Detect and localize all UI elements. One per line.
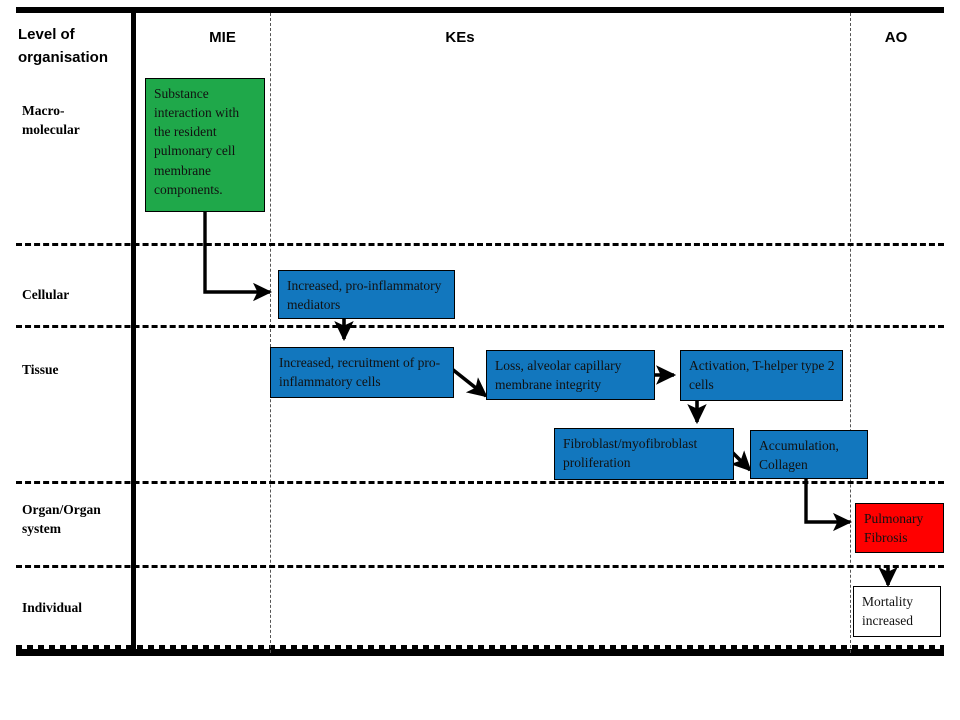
node-ke-increased-recruitment-pro-inflammatory-cells[interactable]: Increased, recruitment of pro-inflammato… — [270, 347, 454, 398]
row-divider-cellular-tissue — [16, 325, 944, 328]
edge-ke-collagen-to-ao-fibrosis — [804, 479, 853, 532]
row-label-macromolecular: Macro- molecular — [22, 103, 80, 138]
diagram-bottom-border — [16, 649, 944, 656]
row-divider-organ-individual — [16, 565, 944, 568]
level-column-divider — [131, 7, 136, 653]
row-label-organ-system: Organ/Organ system — [22, 502, 101, 537]
row-divider-macromolecular-cellular — [16, 243, 944, 246]
node-ke-increased-pro-inflammatory-mediators[interactable]: Increased, pro-inflammatory mediators — [278, 270, 455, 319]
row-label-cellular: Cellular — [22, 287, 70, 302]
node-ke-loss-alveolar-capillary-membrane-integrity[interactable]: Loss, alveolar capillary membrane integr… — [486, 350, 655, 400]
row-label-tissue: Tissue — [22, 362, 59, 377]
level-of-organisation-header: Level of organisation — [18, 26, 109, 66]
row-label-individual: Individual — [22, 600, 83, 615]
kes-ao-column-divider — [850, 13, 851, 653]
diagram-top-border — [16, 7, 944, 13]
edge-mie-substance-to-ke-mediators — [203, 212, 273, 302]
node-mie-substance[interactable]: Substance interaction with the resident … — [145, 78, 265, 212]
row-divider-tissue-organ — [16, 481, 944, 484]
node-ke-activation-t-helper-type-2-cells[interactable]: Activation, T-helper type 2 cells — [680, 350, 843, 401]
column-header-mie: MIE — [209, 29, 236, 46]
node-ke-fibroblast-myofibroblast-proliferation[interactable]: Fibroblast/myofibroblast proliferation — [554, 428, 734, 480]
node-ke-accumulation-collagen[interactable]: Accumulation, Collagen — [750, 430, 868, 479]
mie-kes-column-divider — [270, 13, 271, 653]
column-header-kes: KEs — [445, 29, 475, 46]
edge-ke-recruitment-to-ke-loss-integrity — [450, 367, 488, 398]
node-outcome-mortality-increased[interactable]: Mortality increased — [853, 586, 941, 637]
node-ao-pulmonary-fibrosis[interactable]: Pulmonary Fibrosis — [855, 503, 944, 553]
column-header-ao: AO — [884, 29, 908, 46]
diagram-bottom-dashed-rule — [16, 645, 944, 650]
